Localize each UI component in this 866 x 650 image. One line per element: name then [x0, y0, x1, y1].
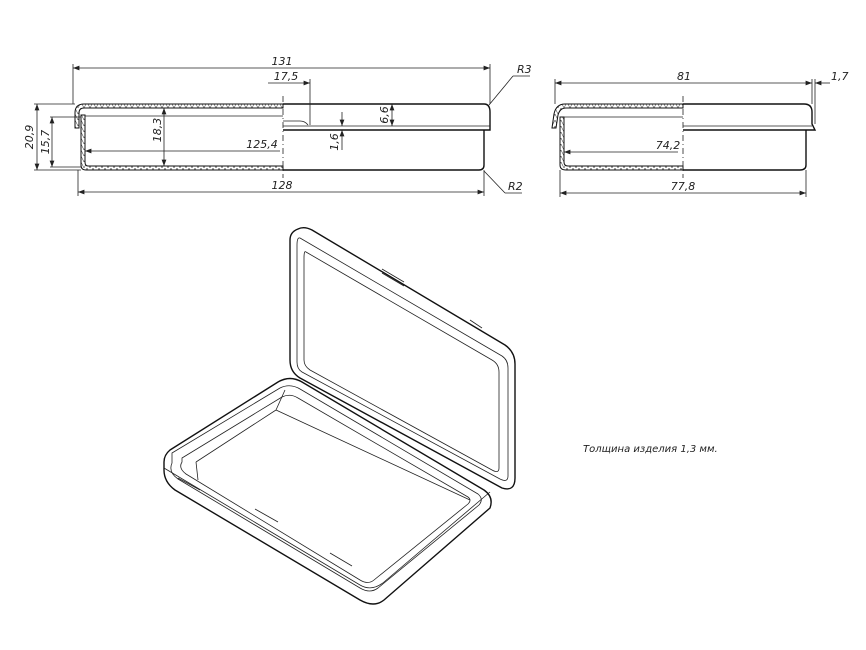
dim-74-2: 74,2	[656, 139, 681, 152]
dim-77-8: 77,8	[671, 180, 696, 193]
front-view: 131 17,5 6,6 1,6 20,9 15,7 18,3 125,4 12…	[23, 55, 532, 196]
dim-1-7: 1,7	[831, 70, 849, 83]
dim-20-9: 20,9	[23, 125, 36, 150]
dim-18-3: 18,3	[151, 118, 164, 143]
side-view: 81 1,7 74,2 77,8	[551, 70, 849, 197]
dim-81: 81	[677, 70, 691, 83]
side-base-outline	[683, 130, 807, 171]
lid-section	[74, 103, 284, 129]
dim-131: 131	[272, 55, 293, 68]
side-lid-section	[551, 103, 684, 129]
iso-base	[163, 377, 492, 605]
thickness-note: Толщина изделия 1,3 мм.	[583, 444, 718, 455]
dim-1-6: 1,6	[328, 133, 341, 151]
isometric-view	[163, 227, 516, 605]
dim-15-7: 15,7	[39, 130, 52, 155]
side-lid-outline	[683, 103, 817, 131]
lid-outline	[283, 103, 491, 131]
dim-17-5: 17,5	[274, 70, 299, 83]
dim-r3: R3	[517, 63, 532, 76]
dim-6-6: 6,6	[378, 106, 391, 124]
dim-128: 128	[272, 179, 293, 192]
dim-r2: R2	[508, 180, 523, 193]
iso-lid	[289, 227, 516, 490]
base-outline	[283, 130, 485, 171]
dim-125-4: 125,4	[246, 138, 278, 151]
